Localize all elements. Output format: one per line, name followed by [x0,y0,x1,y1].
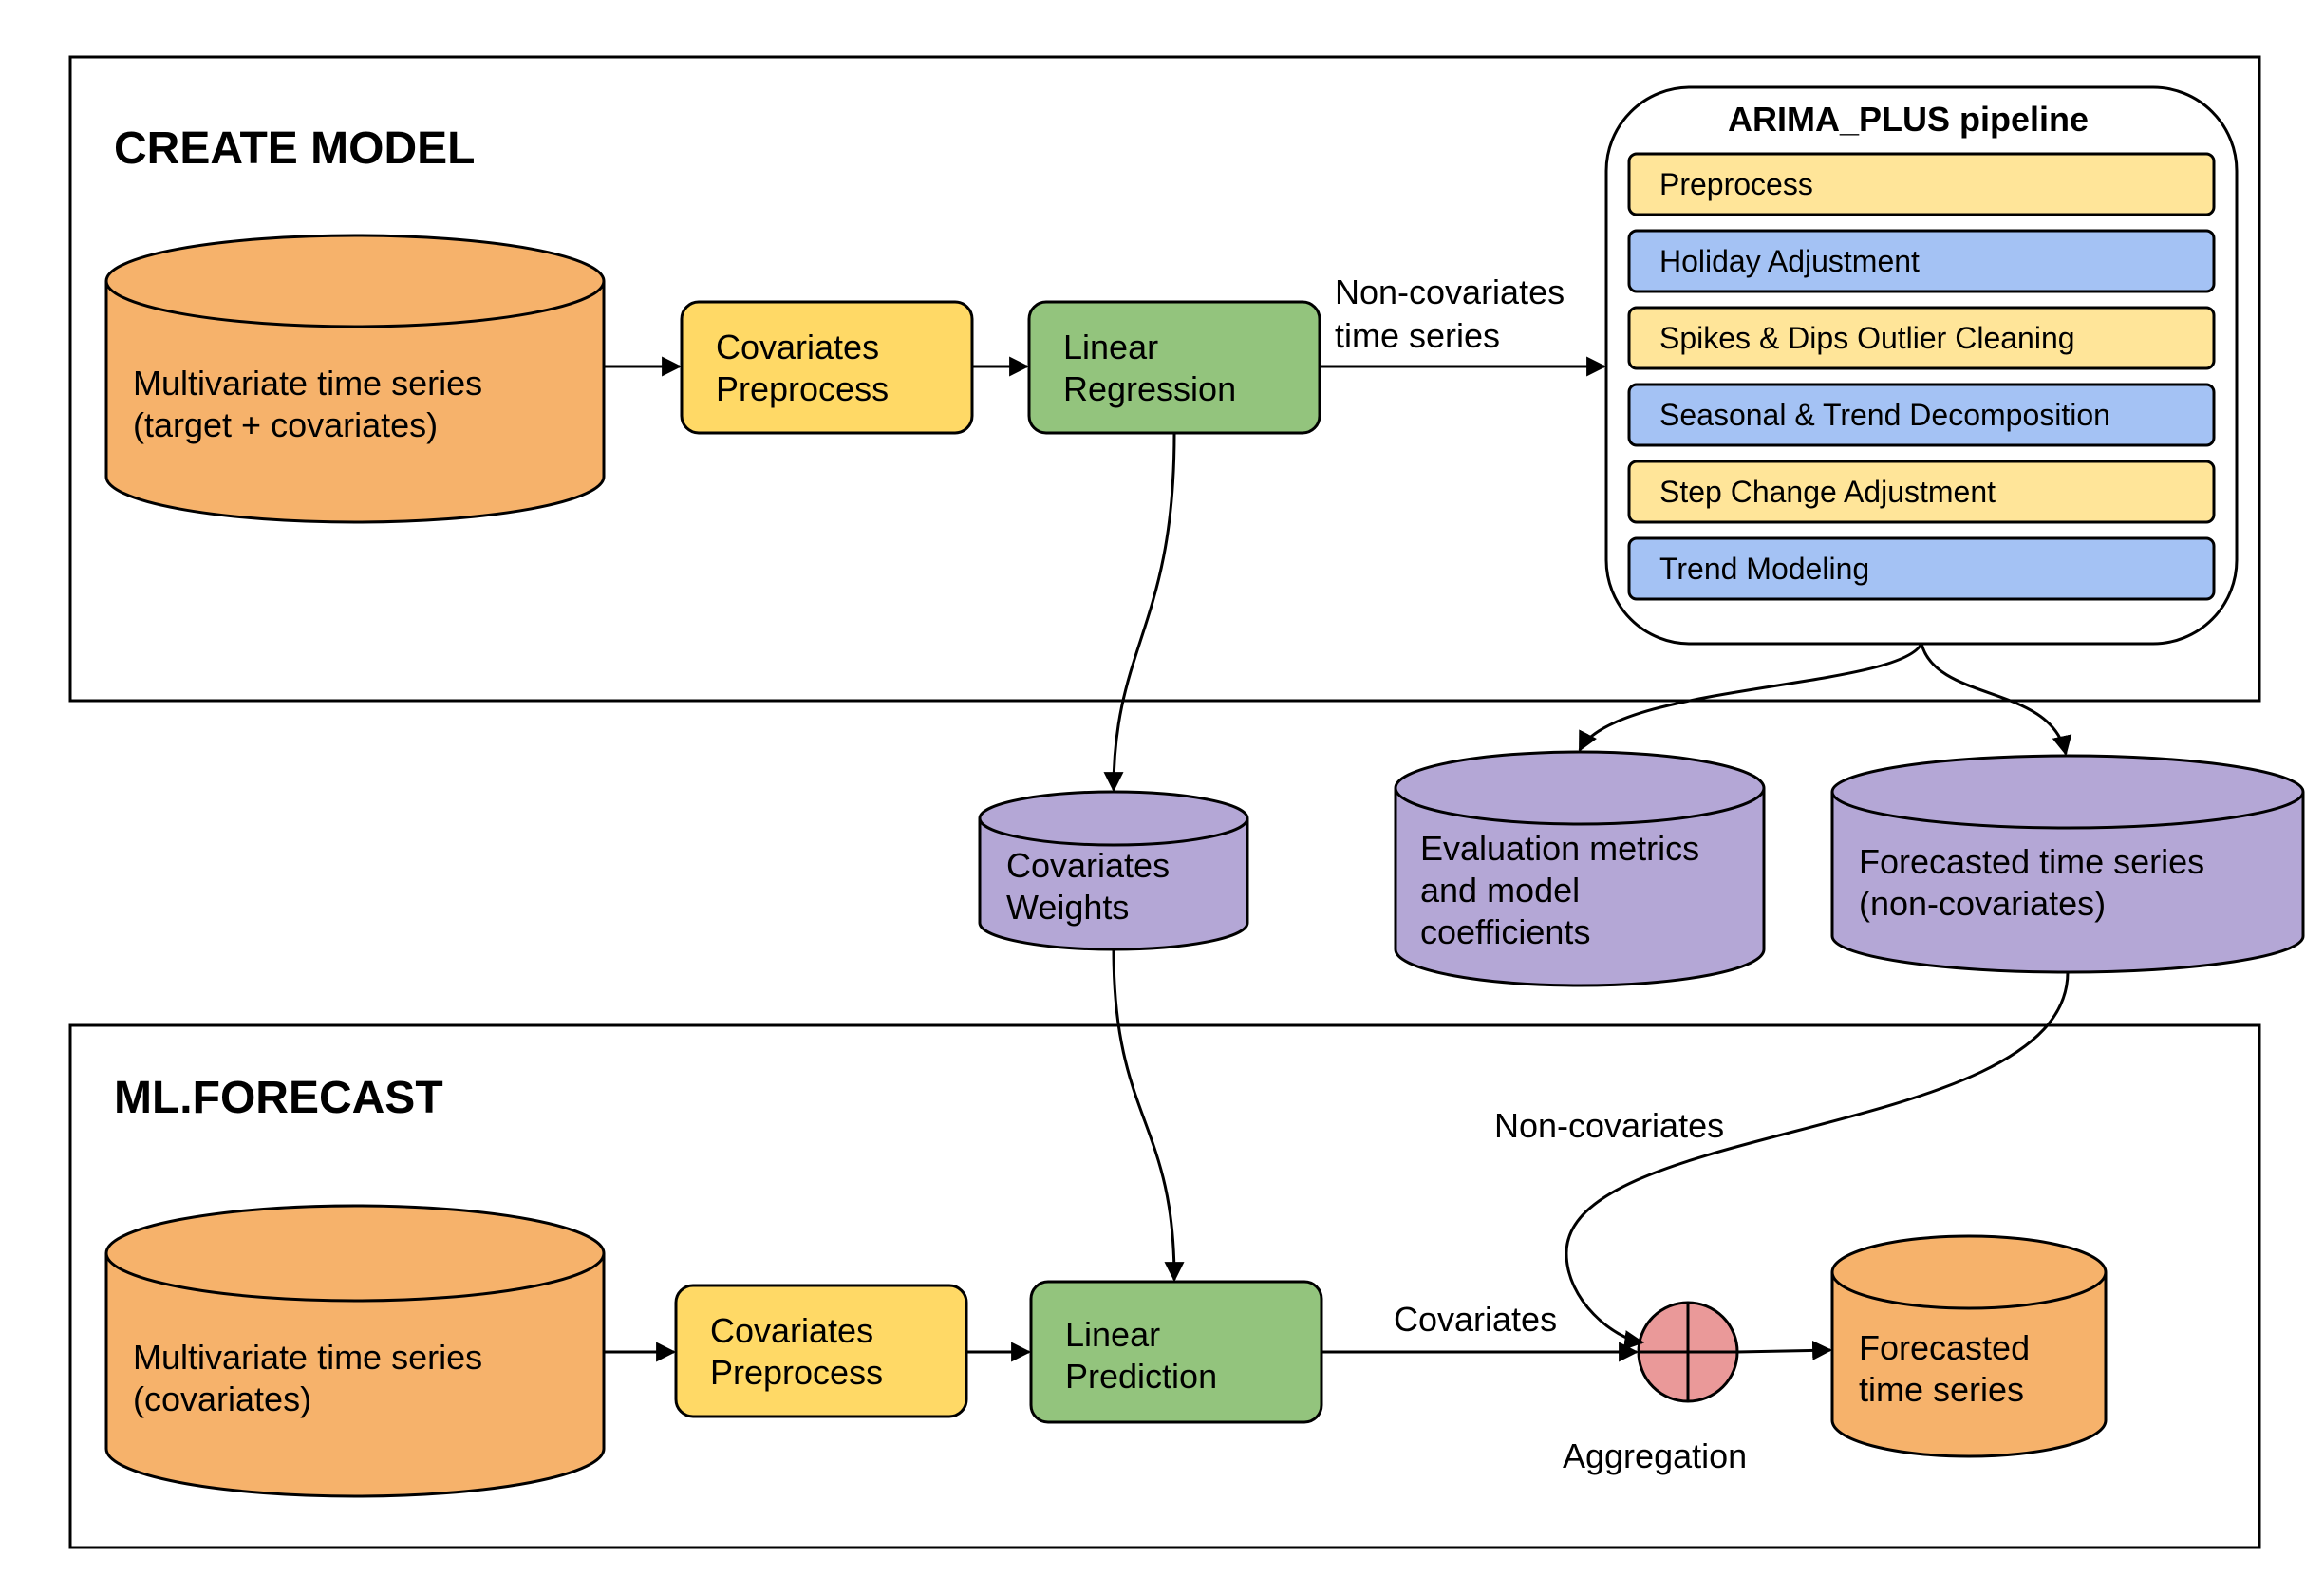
covariates-weights-line1: Covariates [1006,846,1170,885]
pipeline-stage-box [1627,460,2216,524]
final-forecast-line2: time series [1859,1370,2024,1409]
noncovariates-edge-label-line2: time series [1335,316,1500,355]
linear-prediction-line1: Linear [1065,1315,1160,1354]
pipeline-stage: Seasonal & Trend Decomposition [1627,383,2216,447]
process-box [1027,300,1321,435]
process-box [674,1284,968,1418]
noncovariates-edge-label: Non-covariates [1494,1106,1724,1145]
ml-forecast-input-line2: (covariates) [133,1379,311,1418]
pipeline-stage: Holiday Adjustment [1627,229,2216,293]
linear-regression-line2: Regression [1063,369,1236,408]
cylinder-top [1830,1234,2108,1310]
aggregation-label: Aggregation [1563,1436,1747,1475]
final-forecast-database: Forecasted time series [1830,1234,2108,1458]
create-model-covariates-preprocess: Covariates Preprocess [680,300,974,435]
pipeline-stage-box [1627,383,2216,447]
forecasted-noncov-line2: (non-covariates) [1859,884,2106,923]
pipeline-stage: Step Change Adjustment [1627,460,2216,524]
covariates-weights-database: Covariates Weights [978,790,1249,951]
pipeline-stage-box [1627,306,2216,370]
cylinder-body [104,1253,606,1498]
linear-regression-line1: Linear [1063,328,1158,366]
pipeline-stage-box [1627,152,2216,216]
pipeline-stage-label: Step Change Adjustment [1659,475,1996,509]
create-model-frame [68,55,2261,703]
create-model-title: CREATE MODEL [114,123,475,174]
pipeline-stage-label: Trend Modeling [1659,552,1869,586]
covariates-weights-line2: Weights [1006,888,1129,927]
edge-regression-to-weights [1103,432,1176,793]
pipeline-stage-label: Holiday Adjustment [1659,244,1920,278]
process-box [680,300,974,435]
create-model-input-line2: (target + covariates) [133,405,438,444]
linear-prediction: Linear Prediction [1029,1280,1323,1424]
cylinder-body [1830,1272,2108,1458]
cylinder-top [104,234,606,328]
create-model-input-database: Multivariate time series (target + covar… [104,234,606,524]
cylinder-top [104,1204,606,1303]
ml-forecast-preprocess-line2: Preprocess [710,1353,883,1392]
cylinder-body [978,818,1249,951]
edge-aggregation-to-final [1736,1340,1833,1360]
noncovariates-edge-label-line1: Non-covariates [1335,272,1565,311]
pipeline-stage-label: Seasonal & Trend Decomposition [1659,398,2110,432]
covariates-edge-label: Covariates [1394,1300,1557,1339]
cylinder-body [104,281,606,524]
evaluation-line1: Evaluation metrics [1420,829,1699,868]
create-model-linear-regression: Linear Regression [1027,300,1321,435]
ml-forecast-title: ML.FORECAST [114,1073,443,1123]
ml-forecast-input-database: Multivariate time series (covariates) [104,1204,606,1498]
cylinder-top [1394,750,1766,826]
ml-forecast-frame [68,1023,2261,1549]
pipeline-stage: Preprocess [1627,152,2216,216]
final-forecast-line1: Forecasted [1859,1328,2030,1367]
create-model-preprocess-line1: Covariates [716,328,879,366]
evaluation-line2: and model [1420,871,1580,910]
pipeline-stage-label: Spikes & Dips Outlier Cleaning [1659,321,2075,355]
edge-weights-to-prediction [1112,948,1185,1283]
linear-prediction-line2: Prediction [1065,1357,1217,1396]
cylinder-top [978,790,1249,847]
create-model-section: CREATE MODEL Multivariate time series (t… [68,55,2261,703]
ml-forecast-section: ML.FORECAST Multivariate time series (co… [68,1023,2261,1549]
pipeline-title: ARIMA_PLUS pipeline [1728,100,2089,139]
pipeline-stage-box [1627,229,2216,293]
edge-pipeline-to-forecast [1920,643,2072,757]
pipeline-stage-box [1627,536,2216,601]
ml-forecast-preprocess-line1: Covariates [710,1311,873,1350]
forecasted-noncov-line1: Forecasted time series [1859,842,2204,881]
edge-noncov-forecast-to-aggregation [1565,971,2070,1350]
create-model-input-line1: Multivariate time series [133,364,482,403]
cylinder-body [1394,788,1766,987]
create-model-preprocess-line2: Preprocess [716,369,889,408]
pipeline-stage: Trend Modeling [1627,536,2216,601]
aggregation-node [1637,1301,1739,1403]
edges [604,356,2072,1362]
evaluation-line3: coefficients [1420,912,1590,951]
pipeline-stage: Spikes & Dips Outlier Cleaning [1627,306,2216,370]
ml-forecast-covariates-preprocess: Covariates Preprocess [674,1284,968,1418]
cylinder-top [1830,754,2305,830]
ml-forecast-input-line1: Multivariate time series [133,1338,482,1377]
pipeline-stage-label: Preprocess [1659,167,1813,201]
edge-pipeline-to-evaluation [1578,643,1923,752]
forecasted-noncovariates-database: Forecasted time series (non-covariates) [1830,754,2305,974]
evaluation-metrics-database: Evaluation metrics and model coefficient… [1394,750,1766,987]
